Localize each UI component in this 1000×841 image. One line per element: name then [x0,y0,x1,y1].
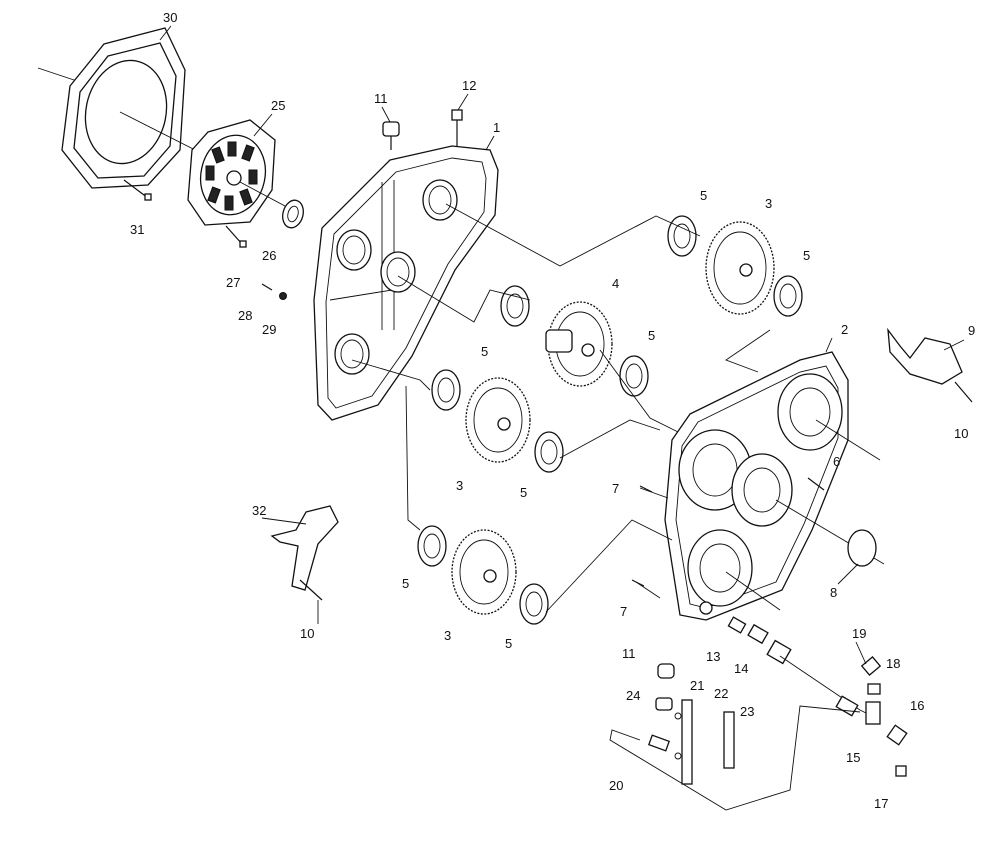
part-32-bracket [270,505,339,601]
callout-11-top: 11 [374,91,388,106]
callout-5-f: 5 [402,576,409,591]
callout-28: 28 [238,308,252,323]
part-27-bolt [225,225,247,248]
callout-7-a: 7 [612,481,619,496]
callout-12: 12 [462,78,476,93]
part-1-gear-housing [313,145,499,421]
callout-21: 21 [690,678,704,693]
part-2-gear-cover [664,351,849,621]
part-28-pin [261,283,273,291]
part-31-bolt [123,179,152,201]
callout-32: 32 [252,503,266,518]
callout-5-c: 5 [481,344,488,359]
callout-5-a: 5 [700,188,707,203]
part-12-plug [451,109,463,146]
callout-19: 19 [852,626,866,641]
callout-3-b: 3 [456,478,463,493]
callout-10-b: 10 [300,626,314,641]
leader-lines [159,25,965,665]
callout-18: 18 [886,656,900,671]
oil-line-fittings [609,616,908,811]
callout-16: 16 [910,698,924,713]
callout-1: 1 [493,120,500,135]
part-7-pin [631,485,653,587]
gears-group [451,221,775,615]
callout-22: 22 [714,686,728,701]
callout-10-a: 10 [954,426,968,441]
callout-6: 6 [833,454,840,469]
part-6-bolt [807,477,825,491]
callout-5-b: 5 [803,248,810,263]
callout-labels: 30 25 31 26 27 28 29 11 12 1 5 3 5 4 2 9… [130,10,975,811]
part-29-nut [279,292,287,300]
callout-17: 17 [874,796,888,811]
callout-5-g: 5 [505,636,512,651]
callout-20: 20 [609,778,623,793]
part-9-bracket [887,327,973,403]
callout-11-bottom: 11 [622,646,636,661]
part-30-housing-ring [37,27,216,189]
callout-3-a: 3 [765,196,772,211]
callout-4: 4 [612,276,619,291]
callout-2: 2 [841,322,848,337]
callout-9: 9 [968,323,975,338]
callout-8: 8 [830,585,837,600]
callout-15: 15 [846,750,860,765]
callout-25: 25 [271,98,285,113]
callout-26: 26 [262,248,276,263]
callout-27: 27 [226,275,240,290]
callout-29: 29 [262,322,276,337]
part-8-circlip [847,529,877,567]
callout-30: 30 [163,10,177,25]
assembly-lines [351,203,885,613]
callout-31: 31 [130,222,144,237]
callout-13: 13 [706,649,720,664]
callout-3-c: 3 [444,628,451,643]
part-25-damper-plate [187,119,301,226]
callout-7-b: 7 [620,604,627,619]
callout-23: 23 [740,704,754,719]
callout-5-e: 5 [520,485,527,500]
callout-24: 24 [626,688,640,703]
callout-14: 14 [734,661,748,676]
callout-5-d: 5 [648,328,655,343]
part-26-seal [282,199,304,229]
part-11-breather [382,121,400,150]
